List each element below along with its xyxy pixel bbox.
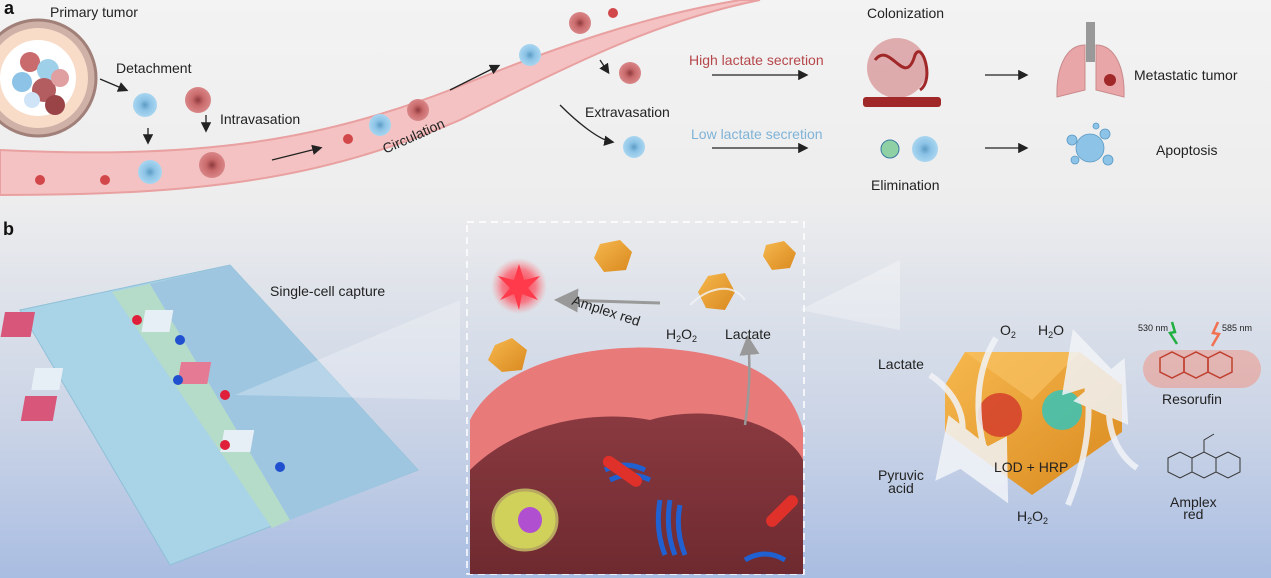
amplex-text: Amplex: [1170, 494, 1217, 510]
label-low-lactate-secretion: Low lactate secretion: [691, 126, 823, 142]
panel-b-letter: b: [3, 219, 14, 239]
resorufin-structure: [1143, 350, 1261, 388]
acid-text: acid: [888, 480, 914, 496]
extravasated-blue-cell: [623, 136, 645, 158]
colonization-illustration: [863, 38, 941, 107]
magnification-beam-left: [235, 300, 460, 400]
label-h2o2-product: H2O2: [666, 326, 698, 344]
label-elimination: Elimination: [871, 177, 940, 193]
emission-bolt-icon: [1210, 321, 1221, 347]
flow-arrows: [99, 59, 1029, 161]
red-text: red: [1183, 506, 1204, 522]
nucleolus: [518, 507, 542, 533]
label-resorufin: Resorufin: [1162, 391, 1222, 407]
label-apoptosis: Apoptosis: [1156, 142, 1218, 158]
label-intravasation: Intravasation: [220, 111, 301, 127]
lod-enzyme: [978, 393, 1022, 437]
tumor-cell-cross-section: [470, 347, 803, 574]
microfluidic-chip: [0, 264, 419, 566]
ctc-blue-detached: [133, 93, 157, 117]
label-extravasation: Extravasation: [585, 104, 670, 120]
amplex-red-structure: [1167, 433, 1241, 479]
label-excitation-wavelength: 530 nm: [1138, 323, 1169, 333]
extravasated-red-cell: [619, 62, 641, 84]
reaction-arrows: [928, 329, 1139, 507]
lactate-efflux-arrow: [739, 335, 760, 426]
apoptosis-illustration: [1066, 122, 1114, 166]
hrp-enzyme: [1042, 390, 1082, 430]
label-lactate-left: Lactate: [878, 356, 924, 372]
label-detachment: Detachment: [116, 60, 192, 76]
label-lod-hrp: LOD + HRP: [994, 459, 1069, 475]
h2o2-h: H: [666, 326, 677, 342]
pyruvic-text: Pyruvic: [878, 467, 924, 483]
amplex-red-arrow: [554, 288, 661, 313]
label-high-lactate-secretion: High lactate secretion: [689, 52, 824, 68]
label-lactate-top: Lactate: [725, 326, 771, 342]
excitation-bolt-icon: [1167, 321, 1179, 345]
label-o2: O2: [1000, 322, 1016, 340]
primary-tumor-illustration: [0, 18, 98, 138]
label-single-cell-capture: Single-cell capture: [270, 283, 386, 299]
magnification-beam-right: [800, 260, 900, 330]
elimination-illustration: [880, 136, 938, 162]
h2o2-bottom-h: H: [1017, 508, 1028, 524]
label-h2o: H2O: [1038, 322, 1065, 340]
mitochondrion-1: [602, 455, 642, 487]
label-emission-wavelength: 585 nm: [1222, 323, 1253, 333]
h2o-h: H: [1038, 322, 1049, 338]
mitochondrion-2: [766, 495, 798, 527]
ctc-red-intravasating: [199, 152, 225, 178]
label-metastatic-tumor: Metastatic tumor: [1134, 67, 1238, 83]
ctc-blue-intravasating: [138, 160, 162, 184]
panel-a-letter: a: [4, 0, 15, 18]
o2-o: O: [1000, 322, 1011, 338]
label-colonization: Colonization: [867, 5, 945, 21]
vesicles: [743, 551, 787, 563]
lungs-illustration: [1056, 22, 1125, 98]
nanozyme-with-enzymes: [698, 273, 735, 310]
label-h2o2-bottom: H2O2: [1017, 508, 1049, 526]
label-primary-tumor: Primary tumor: [50, 4, 138, 20]
ctc-red-detached: [185, 87, 211, 113]
blood-vessel: [0, 0, 761, 197]
golgi-apparatus-2: [655, 499, 688, 556]
fluorescence-burst-icon: [498, 264, 540, 310]
